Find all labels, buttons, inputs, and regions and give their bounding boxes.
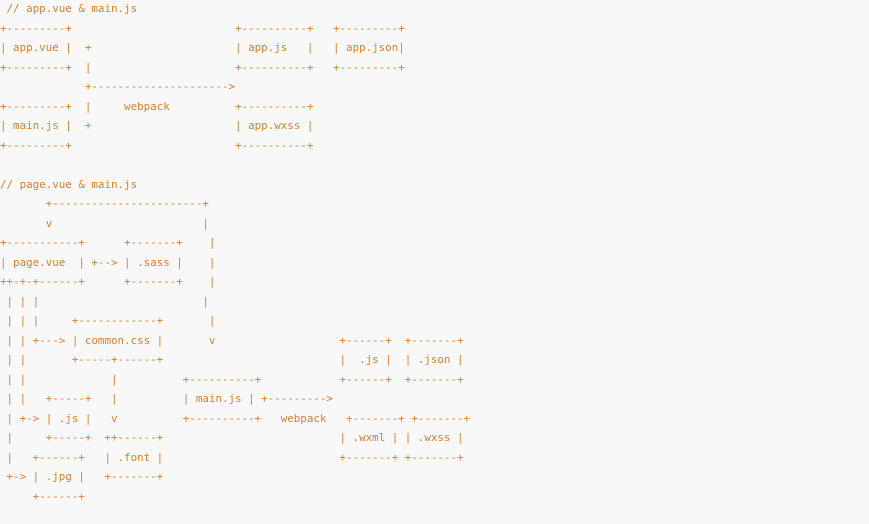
diagram-line: +------+ — [0, 489, 85, 503]
diagram-line: +---------------------> — [0, 80, 236, 93]
diagram-line — [0, 155, 470, 175]
diagram-line: v | — [0, 216, 209, 230]
diagram-line: | | | +----------+ +------+ +-------+ — [0, 372, 464, 386]
diagram-line: +---------+ +----------+ — [0, 138, 314, 152]
diagram-line: | main.js | + | app.wxss | — [0, 119, 314, 132]
diagram-line: +---------+ | webpack +----------+ — [0, 99, 314, 113]
diagram-line: +-> | .jpg | +-------+ — [0, 470, 164, 483]
diagram-line: | app.vue | + | app.js | | app.json| — [0, 41, 405, 54]
ascii-build-diagram: // app.vue & main.js +---------+ +-------… — [0, 2, 471, 503]
diagram-line: | | +-----+------+ | .js | | .json | — [0, 353, 464, 366]
diagram-line: | page.vue | +--> | .sass | | — [0, 255, 216, 269]
diagram-line: ++-+-+------+ +-------+ | — [0, 275, 216, 288]
diagram-line: +---------+ | +----------+ +---------+ — [0, 60, 405, 74]
diagram-line: | +------+ | .font | +-------+ +-------+ — [0, 450, 464, 464]
diagram-line: +-----------+ +-------+ | — [0, 236, 216, 249]
diagram-line: | +-> | .js | v +----------+ webpack +--… — [0, 411, 471, 425]
diagram-line: | | | +------------+ | — [0, 314, 216, 327]
diagram-line: +---------+ +----------+ +---------+ — [0, 21, 405, 35]
diagram-line: +-----------------------+ — [0, 197, 209, 210]
diagram-line: // page.vue & main.js — [0, 177, 138, 191]
diagram-line: | | +-----+ | | main.js | +---------> — [0, 392, 333, 405]
diagram-line: | +-----+ ++------+ | .wxml | | .wxss | — [0, 431, 464, 444]
diagram-line: | | +---> | common.css | v +------+ +---… — [0, 333, 464, 347]
diagram-line: // app.vue & main.js — [0, 2, 138, 15]
diagram-line: | | | | — [0, 294, 209, 308]
